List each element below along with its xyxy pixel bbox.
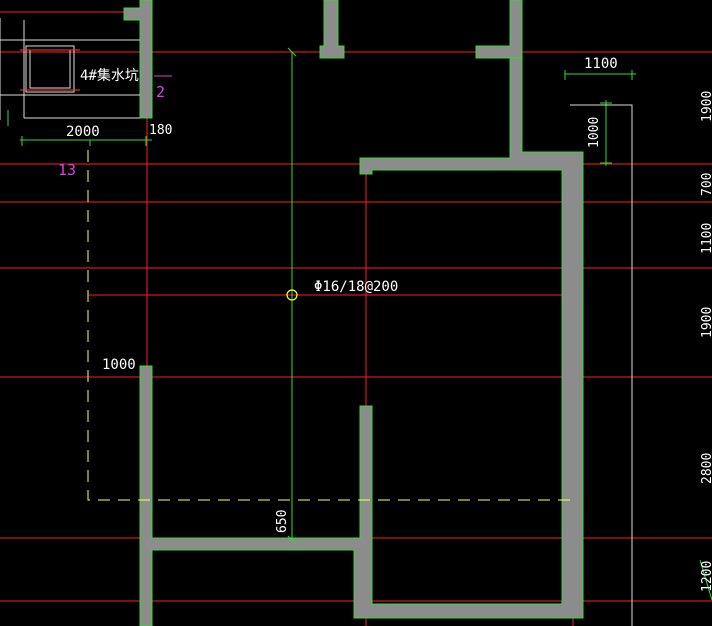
dim-650-label: 650	[275, 510, 290, 533]
right-dim-2: 1100	[700, 223, 712, 254]
right-dim-3: 1900	[700, 307, 712, 338]
sump-pit-symbol	[0, 20, 140, 119]
pit-name-label: 4#集水坑	[80, 67, 139, 84]
dim-180-label: 180	[149, 123, 172, 138]
dashed-outline	[87, 150, 570, 501]
right-dim-1: 700	[700, 173, 712, 196]
right-dim-4: 2800	[700, 453, 712, 484]
dim-1000-vertical-label: 1000	[587, 117, 602, 148]
wall-main-right	[139, 57, 584, 626]
wall-top-stub	[319, 0, 345, 59]
right-dimension-labels: 1900 700 1100 1900 2800 1200	[700, 91, 712, 592]
axis-label-2: 2	[156, 83, 165, 101]
outline-lines	[0, 18, 633, 626]
dim-1100-label: 1100	[584, 56, 618, 72]
wall-top-right-stub	[475, 0, 523, 59]
dim-2000-label: 2000	[66, 124, 100, 140]
dimension-lines	[7, 47, 712, 601]
wall-segments	[123, 0, 584, 626]
right-dim-0: 1900	[700, 91, 712, 122]
rebar-spec-label: Φ16/18@200	[314, 279, 398, 295]
wall-top-left	[123, 0, 153, 119]
rebar-point-marker[interactable]	[286, 289, 298, 301]
right-dim-5: 1200	[700, 561, 712, 592]
dim-1000-left-label: 1000	[102, 357, 136, 373]
axis-label-13: 13	[58, 161, 76, 179]
pit-markers	[20, 49, 80, 91]
